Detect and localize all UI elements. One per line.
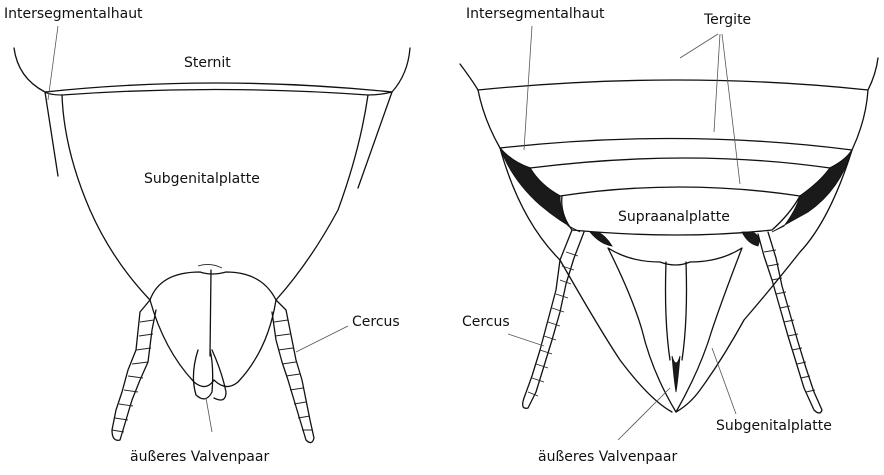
left-intersegmental-right — [358, 92, 392, 188]
left-cercus-right — [272, 300, 314, 443]
left-label-intersegmentalhaut: Intersegmentalhaut — [4, 6, 143, 22]
left-intersegmental-left — [45, 92, 62, 176]
right-label-valvenpaar: äußeres Valvenpaar — [538, 449, 677, 465]
right-abdomen-drawing — [460, 58, 878, 413]
left-label-cercus: Cercus — [352, 314, 400, 330]
right-membrane-left — [500, 148, 580, 232]
right-membrane-dot-left — [590, 232, 612, 246]
left-outer-valve-right — [212, 350, 226, 400]
right-leader-subgenital — [712, 348, 736, 414]
right-tergite-1 — [460, 58, 878, 90]
right-leader-tergite-2 — [714, 34, 720, 132]
right-tergite-3 — [530, 168, 830, 196]
right-valve-midline — [666, 262, 687, 360]
left-leader-cercus — [296, 326, 348, 352]
right-membrane-dot-right — [742, 232, 759, 246]
left-label-sternit: Sternit — [184, 55, 231, 71]
left-leader-intersegmental — [48, 26, 58, 100]
right-cercus-left — [523, 230, 584, 408]
left-outer-valve-left — [193, 350, 212, 399]
left-leader-valven — [206, 398, 212, 432]
right-leader-valven — [618, 388, 670, 440]
left-valve-midline — [210, 270, 211, 356]
left-label-valvenpaar: äußeres Valvenpaar — [130, 449, 269, 465]
left-abdomen-drawing — [14, 48, 410, 443]
right-label-intersegmentalhaut: Intersegmentalhaut — [466, 6, 605, 22]
right-label-subgenitalplatte: Subgenitalplatte — [716, 418, 832, 434]
right-cercus-right — [758, 232, 822, 413]
right-leader-tergite-3 — [722, 34, 740, 184]
right-tergite-2 — [500, 148, 852, 168]
right-valve-slit — [672, 356, 680, 392]
right-tergite-1-lower — [478, 90, 868, 150]
left-subgenitalplatte-outline — [62, 90, 368, 301]
left-notch — [198, 264, 222, 268]
right-leader-cercus — [508, 334, 544, 346]
right-leader-intersegmental — [524, 26, 532, 150]
right-label-cercus: Cercus — [462, 314, 510, 330]
right-leader-tergite-1 — [680, 34, 718, 58]
left-label-subgenitalplatte: Subgenitalplatte — [144, 171, 260, 187]
right-label-supraanalplatte: Supraanalplatte — [618, 209, 730, 225]
left-cercus-left — [112, 300, 156, 440]
right-label-tergite: Tergite — [704, 12, 751, 28]
